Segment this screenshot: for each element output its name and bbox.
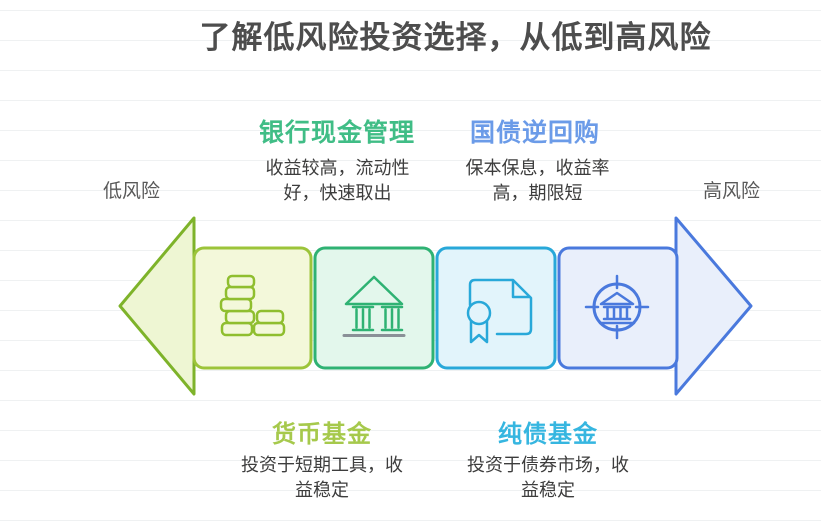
left-arrow-icon xyxy=(118,216,196,396)
item-title-bank-cash: 银行现金管理 xyxy=(258,119,415,147)
item-description-reverse-repo: 保本保息，收益率高，期限短 xyxy=(465,158,610,203)
bank-target-icon xyxy=(584,274,650,340)
right-arrow-icon xyxy=(674,216,753,396)
box-bank-cash xyxy=(313,246,435,370)
risk-label-low: 低风险 xyxy=(103,181,161,202)
page-title: 了解低风险投资选择，从低到高风险 xyxy=(199,20,712,55)
box-bond-fund xyxy=(435,246,557,370)
bank-building-icon xyxy=(342,275,406,337)
coins-stack-icon xyxy=(219,274,286,337)
item-title-reverse-repo: 国债逆回购 xyxy=(469,119,600,147)
item-title-bond-fund: 纯债基金 xyxy=(498,421,598,448)
box-money-fund xyxy=(192,246,313,370)
item-description-money-fund: 投资于短期工具，收益稳定 xyxy=(241,455,403,500)
certificate-badge-icon xyxy=(466,278,533,344)
item-description-bank-cash: 收益较高，流动性好，快速取出 xyxy=(265,158,410,203)
item-title-money-fund: 货币基金 xyxy=(272,421,372,448)
item-description-bond-fund: 投资于债券市场，收益稳定 xyxy=(467,455,629,500)
risk-label-high: 高风险 xyxy=(703,181,761,202)
